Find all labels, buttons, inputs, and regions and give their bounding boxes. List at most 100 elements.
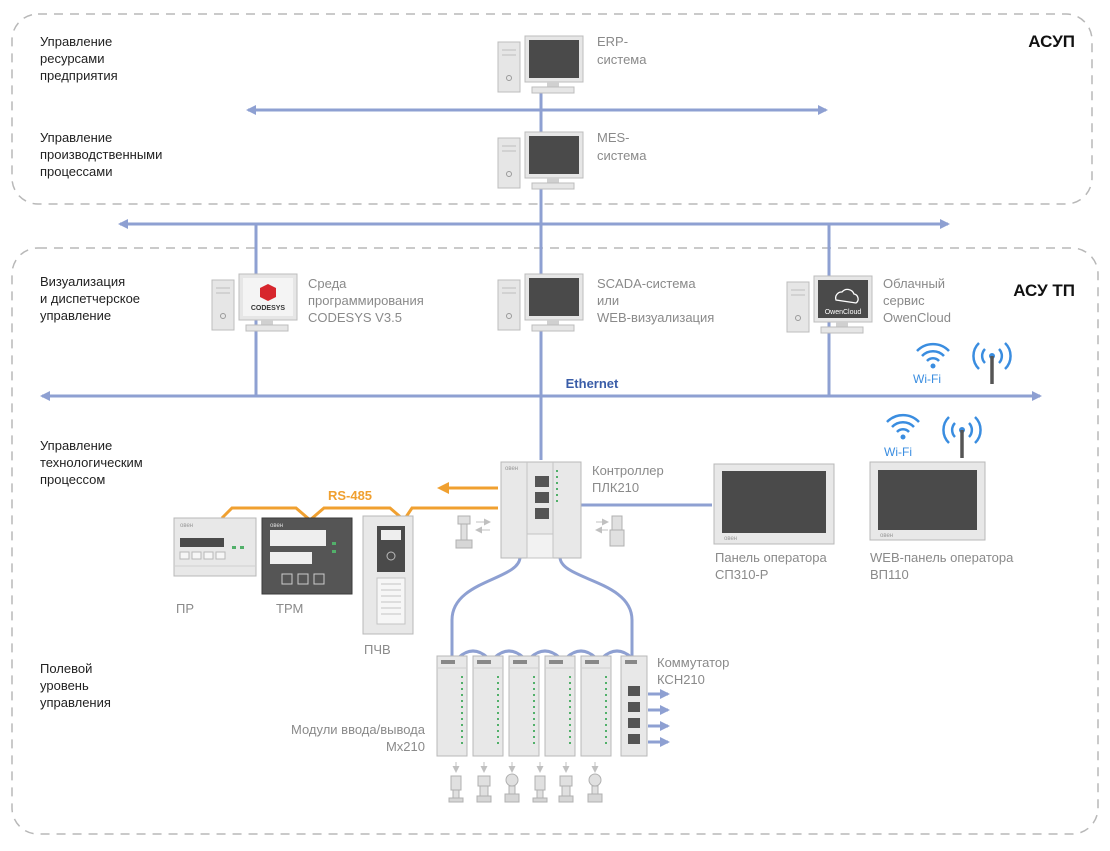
svg-text:Модули ввода/вывода: Модули ввода/вывода bbox=[291, 722, 426, 737]
svg-text:MES-: MES- bbox=[597, 130, 630, 145]
wifi-label-upper: Wi-Fi bbox=[913, 372, 941, 386]
svg-text:процессами: процессами bbox=[40, 164, 112, 179]
owencloud-label: Облачный сервис OwenCloud bbox=[883, 276, 951, 325]
asu-tp-frame bbox=[11, 247, 1099, 835]
web-panel: овен bbox=[869, 461, 986, 541]
io-modules bbox=[436, 655, 612, 757]
svg-text:процессом: процессом bbox=[40, 472, 105, 487]
svg-text:система: система bbox=[597, 52, 647, 67]
svg-text:CODESYS: CODESYS bbox=[251, 305, 286, 312]
svg-text:CODESYS V3.5: CODESYS V3.5 bbox=[308, 310, 402, 325]
svg-text:овен: овен bbox=[505, 466, 518, 472]
network-switch bbox=[620, 655, 648, 757]
io-module bbox=[580, 655, 612, 757]
field-sensors bbox=[449, 762, 602, 802]
svg-text:SCADA-система: SCADA-система bbox=[597, 276, 696, 291]
svg-text:ресурсами: ресурсами bbox=[40, 51, 104, 66]
io-module bbox=[544, 655, 576, 757]
svg-text:Управление: Управление bbox=[40, 130, 112, 145]
pchv-label: ПЧВ bbox=[364, 642, 391, 657]
valve-icon bbox=[455, 515, 491, 549]
operator-panel-label: Панель оператора СП310-Р bbox=[715, 550, 827, 582]
svg-text:Облачный: Облачный bbox=[883, 276, 945, 291]
sensor-icon bbox=[505, 762, 519, 802]
valve-icon bbox=[595, 515, 625, 547]
svg-text:уровень: уровень bbox=[40, 678, 89, 693]
svg-text:ВП110: ВП110 bbox=[870, 567, 909, 582]
pchv-drive bbox=[362, 515, 414, 635]
level-tech-label: Управление технологическим процессом bbox=[40, 438, 143, 487]
erp-label: ERP- система bbox=[597, 34, 647, 67]
codesys-label: Среда программирования CODESYS V3.5 bbox=[308, 276, 424, 325]
owencloud-workstation: OwenCloud bbox=[786, 275, 873, 334]
sensor-icon bbox=[559, 762, 573, 802]
pr-relay: овен bbox=[173, 517, 257, 577]
trm-controller: овен bbox=[261, 517, 353, 595]
svg-text:программирования: программирования bbox=[308, 293, 424, 308]
io-modules-label: Модули ввода/вывода Мх210 bbox=[291, 722, 426, 754]
sensor-icon bbox=[588, 762, 602, 802]
svg-text:система: система bbox=[597, 148, 647, 163]
bus-lines bbox=[40, 87, 1042, 747]
svg-text:Мх210: Мх210 bbox=[386, 739, 425, 754]
svg-text:Полевой: Полевой bbox=[40, 661, 92, 676]
antenna-icon bbox=[941, 415, 983, 460]
svg-text:ERP-: ERP- bbox=[597, 34, 628, 49]
rs485-label: RS-485 bbox=[328, 488, 372, 503]
antenna-icon bbox=[971, 341, 1013, 386]
codesys-workstation: CODESYS bbox=[211, 273, 298, 332]
svg-text:овен: овен bbox=[724, 536, 737, 542]
pr-label: ПР bbox=[176, 601, 194, 616]
svg-text:производственными: производственными bbox=[40, 147, 162, 162]
mes-label: MES- система bbox=[597, 130, 647, 163]
io-module bbox=[508, 655, 540, 757]
svg-text:или: или bbox=[597, 293, 619, 308]
sensor-icon bbox=[477, 762, 491, 802]
sensor-icon bbox=[533, 762, 547, 802]
level-erp-label: Управление ресурсами предприятия bbox=[40, 34, 118, 83]
svg-text:Управление: Управление bbox=[40, 34, 112, 49]
svg-text:ПЛК210: ПЛК210 bbox=[592, 480, 639, 495]
asu-tp-title: АСУ ТП bbox=[1013, 281, 1075, 300]
rs485-line bbox=[220, 482, 498, 523]
svg-text:Контроллер: Контроллер bbox=[592, 463, 664, 478]
mes-server bbox=[497, 131, 584, 190]
svg-text:Среда: Среда bbox=[308, 276, 347, 291]
svg-text:WEB-панель оператора: WEB-панель оператора bbox=[870, 550, 1014, 565]
svg-text:технологическим: технологическим bbox=[40, 455, 143, 470]
svg-text:СП310-Р: СП310-Р bbox=[715, 567, 768, 582]
operator-panel: овен bbox=[713, 463, 835, 545]
svg-text:управление: управление bbox=[40, 308, 111, 323]
svg-text:овен: овен bbox=[180, 523, 193, 529]
svg-text:Управление: Управление bbox=[40, 438, 112, 453]
svg-text:и диспетчерское: и диспетчерское bbox=[40, 291, 140, 306]
scada-label: SCADA-система или WEB-визуализация bbox=[597, 276, 714, 325]
plc-label: Контроллер ПЛК210 bbox=[592, 463, 664, 495]
svg-text:предприятия: предприятия bbox=[40, 68, 118, 83]
svg-text:OwenCloud: OwenCloud bbox=[883, 310, 951, 325]
svg-text:Визуализация: Визуализация bbox=[40, 274, 125, 289]
scada-workstation bbox=[497, 273, 584, 332]
asup-title: АСУП bbox=[1028, 32, 1075, 51]
svg-text:WEB-визуализация: WEB-визуализация bbox=[597, 310, 714, 325]
asup-frame bbox=[11, 13, 1093, 205]
web-panel-label: WEB-панель оператора ВП110 bbox=[870, 550, 1014, 582]
level-mes-label: Управление производственными процессами bbox=[40, 130, 162, 179]
sensor-icon bbox=[449, 762, 463, 802]
wifi-label-lower: Wi-Fi bbox=[884, 445, 912, 459]
plc-controller: овен bbox=[500, 461, 582, 559]
svg-text:Коммутатор: Коммутатор bbox=[657, 655, 729, 670]
svg-text:овен: овен bbox=[880, 533, 893, 539]
trm-label: ТРМ bbox=[276, 601, 303, 616]
io-module bbox=[436, 655, 468, 757]
switch-label: Коммутатор КСН210 bbox=[657, 655, 729, 687]
svg-text:сервис: сервис bbox=[883, 293, 925, 308]
svg-text:овен: овен bbox=[270, 523, 283, 529]
wifi-icon bbox=[885, 413, 921, 441]
io-module bbox=[472, 655, 504, 757]
svg-text:управления: управления bbox=[40, 695, 111, 710]
svg-text:КСН210: КСН210 bbox=[657, 672, 705, 687]
level-vis-label: Визуализация и диспетчерское управление bbox=[40, 274, 140, 323]
